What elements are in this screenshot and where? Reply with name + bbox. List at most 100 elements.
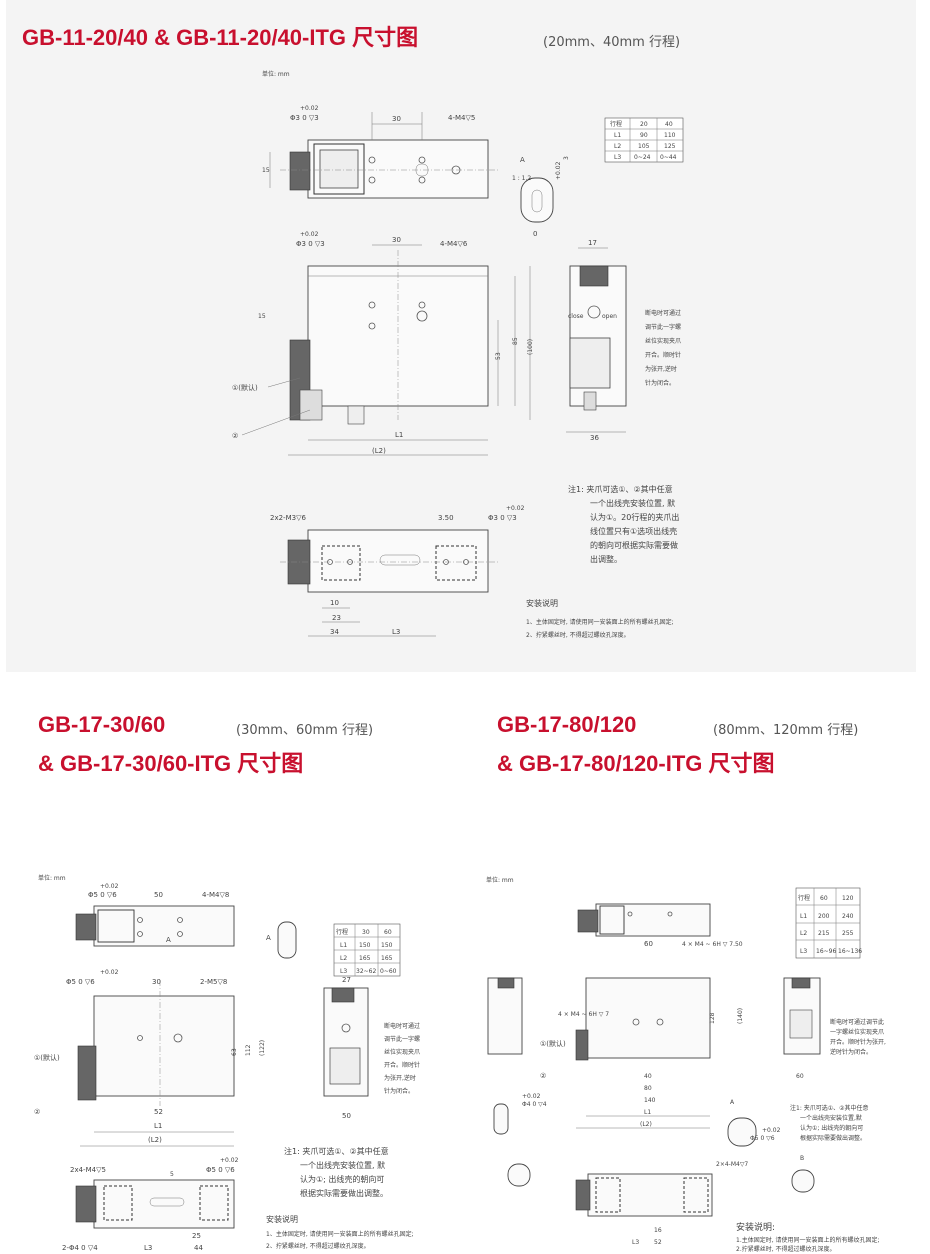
svg-text:线位置只有①选项出线壳: 线位置只有①选项出线壳 (590, 526, 677, 536)
svg-text:17: 17 (588, 239, 597, 247)
svg-text:1、主体固定时, 请使用同一安装面上的所有螺丝孔固定;: 1、主体固定时, 请使用同一安装面上的所有螺丝孔固定; (526, 618, 674, 626)
svg-text:105: 105 (638, 143, 650, 150)
svg-text:255: 255 (842, 930, 854, 937)
svg-text:1 : 1.2: 1 : 1.2 (512, 175, 531, 182)
svg-text:+0.02: +0.02 (522, 1093, 541, 1100)
svg-text:+0.02: +0.02 (506, 505, 525, 512)
svg-text:110: 110 (664, 132, 676, 139)
section-3-title-line1: GB-17-80/120 (497, 712, 637, 737)
svg-text:4 × M4 ~ 6H ▽ 7.50: 4 × M4 ~ 6H ▽ 7.50 (682, 941, 743, 948)
svg-text:+0.02: +0.02 (100, 969, 119, 976)
svg-text:调节此一字螺: 调节此一字螺 (384, 1035, 420, 1043)
drawings-gb-17: 单位: mm +0.02 Φ5 0 ▽6 50 4-M4▽8 A A 行程 30… (34, 874, 886, 1253)
svg-text:120: 120 (842, 895, 854, 902)
svg-text:40: 40 (644, 1073, 652, 1080)
svg-text:L1: L1 (154, 1122, 162, 1130)
svg-text:+0.02: +0.02 (762, 1127, 781, 1134)
svg-text:(L2): (L2) (372, 447, 386, 455)
svg-text:L1: L1 (614, 132, 621, 139)
unit-label: 单位: mm (262, 70, 290, 78)
svg-text:(L2): (L2) (640, 1121, 652, 1128)
svg-text:30: 30 (392, 236, 401, 244)
svg-text:63: 63 (231, 1048, 238, 1056)
svg-text:L1: L1 (340, 942, 347, 949)
svg-text:0: 0 (533, 230, 537, 238)
svg-text:Φ5 0 ▽6: Φ5 0 ▽6 (88, 891, 117, 899)
svg-text:L3: L3 (144, 1244, 152, 1252)
svg-text:60: 60 (384, 929, 392, 936)
svg-text:认为①; 出线壳的朝向可: 认为①; 出线壳的朝向可 (300, 1174, 384, 1184)
svg-text:34: 34 (330, 628, 339, 636)
svg-text:10: 10 (330, 599, 339, 607)
svg-text:(100): (100) (527, 339, 534, 355)
svg-text:针为闭合。: 针为闭合。 (645, 379, 675, 387)
dim-30-top: 30 (392, 115, 401, 123)
svg-text:出调整。: 出调整。 (590, 554, 622, 564)
svg-text:认为①; 出线壳的朝向可: 认为①; 出线壳的朝向可 (800, 1124, 863, 1132)
svg-text:+0.02: +0.02 (300, 231, 319, 238)
svg-text:2x2-M3▽6: 2x2-M3▽6 (270, 514, 306, 522)
svg-text:200: 200 (818, 913, 830, 920)
stroke-table-1: 行程 20 40 L1 90 110 L2 105 125 L3 0~24 0~… (604, 117, 684, 163)
svg-text:开合。顺时针为张开,: 开合。顺时针为张开, (830, 1038, 886, 1046)
svg-text:52: 52 (154, 1108, 163, 1116)
svg-text:丝位实现夹爪: 丝位实现夹爪 (384, 1048, 420, 1056)
svg-text:为张开,逆时: 为张开,逆时 (645, 365, 677, 373)
drawing-gb-17-30-60: 单位: mm +0.02 Φ5 0 ▽6 50 4-M4▽8 A A 行程 30… (34, 874, 420, 1252)
svg-text:60: 60 (820, 895, 828, 902)
callout-1: ①(默认) (232, 383, 258, 392)
section-a-detail (520, 177, 554, 223)
svg-text:125: 125 (664, 143, 676, 150)
svg-text:+0.02: +0.02 (220, 1157, 239, 1164)
svg-text:Φ5 0 ▽6: Φ5 0 ▽6 (206, 1166, 235, 1174)
svg-text:50: 50 (342, 1112, 351, 1120)
top-view-connector (289, 151, 311, 191)
svg-text:(L2): (L2) (148, 1136, 162, 1144)
svg-text:85: 85 (512, 337, 519, 345)
svg-text:3: 3 (563, 156, 570, 160)
svg-text:140: 140 (644, 1097, 656, 1104)
svg-text:L2: L2 (340, 955, 347, 962)
svg-text:15: 15 (262, 167, 270, 174)
drawing-gb-11: 单位: mm 30 +0.02 Φ3 0 ▽3 4-M4▽5 15 A 1 : … (232, 70, 684, 639)
svg-text:L1: L1 (800, 913, 807, 920)
svg-text:90: 90 (640, 132, 648, 139)
svg-text:128: 128 (709, 1012, 716, 1024)
svg-text:一字螺丝位实现夹爪: 一字螺丝位实现夹爪 (830, 1028, 884, 1036)
svg-text:断电时可通过: 断电时可通过 (645, 309, 681, 317)
svg-text:根据实际需要做出调整。: 根据实际需要做出调整。 (300, 1188, 388, 1198)
svg-text:L2: L2 (614, 143, 621, 150)
svg-text:2-Φ4 0 ▽4: 2-Φ4 0 ▽4 (62, 1244, 98, 1252)
svg-text:开合。顺时针: 开合。顺时针 (384, 1061, 420, 1069)
hole-spec-top: Φ3 0 ▽3 (290, 114, 319, 122)
svg-text:行程: 行程 (798, 894, 810, 902)
svg-text:断电时可通过调节此: 断电时可通过调节此 (830, 1018, 884, 1026)
svg-text:53: 53 (495, 352, 502, 360)
m4-spec-top: 4-M4▽5 (448, 114, 475, 122)
svg-text:0~60: 0~60 (380, 968, 397, 975)
section-1-stroke-note: (20mm、40mm 行程) (543, 35, 681, 50)
svg-text:4 × M4 ~ 6H ▽ 7: 4 × M4 ~ 6H ▽ 7 (558, 1011, 609, 1018)
svg-text:B: B (800, 1155, 804, 1162)
svg-text:L3: L3 (632, 1239, 639, 1246)
svg-text:0~24: 0~24 (634, 154, 651, 161)
svg-text:0~44: 0~44 (660, 154, 677, 161)
bottom-view-body (307, 529, 489, 593)
svg-text:30: 30 (362, 929, 370, 936)
svg-text:L1: L1 (395, 431, 403, 439)
svg-text:为张开,逆时: 为张开,逆时 (384, 1074, 416, 1082)
svg-text:4-M4▽8: 4-M4▽8 (202, 891, 229, 899)
svg-text:215: 215 (818, 930, 830, 937)
svg-text:丝位实现夹爪: 丝位实现夹爪 (645, 337, 681, 345)
svg-text:5: 5 (170, 1171, 174, 1178)
svg-text:行程: 行程 (610, 120, 622, 128)
svg-text:安装说明: 安装说明 (266, 1214, 298, 1224)
svg-text:20: 20 (640, 121, 648, 128)
svg-text:+0.02: +0.02 (300, 105, 319, 112)
svg-text:②: ② (34, 1108, 40, 1116)
svg-text:开合。顺时针: 开合。顺时针 (645, 351, 681, 359)
install-title-1: 安装说明 (526, 598, 558, 608)
svg-text:+0.02: +0.02 (555, 161, 562, 180)
svg-text:40: 40 (665, 121, 673, 128)
svg-text:认为①。20行程的夹爪出: 认为①。20行程的夹爪出 (590, 512, 679, 522)
